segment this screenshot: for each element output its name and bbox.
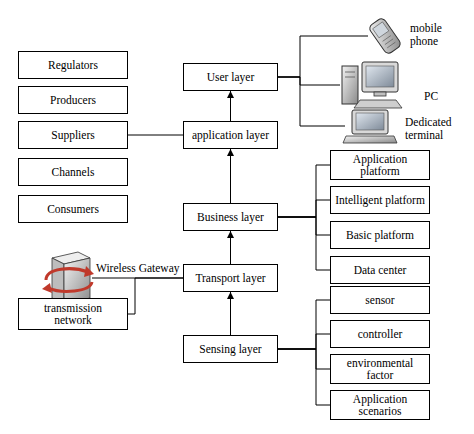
- node-label: Wireless Gateway: [96, 262, 196, 275]
- node-label: sensor: [365, 294, 394, 306]
- node-label: Application platform: [341, 153, 419, 177]
- connector-line: [278, 349, 330, 369]
- device-node: PC: [340, 60, 402, 110]
- node-label: PC: [424, 90, 454, 103]
- phone-icon: [368, 17, 402, 55]
- layer-box: Channels: [18, 158, 128, 186]
- layer-box: Basic platform: [330, 221, 430, 249]
- node-label: Intelligent platform: [335, 194, 425, 206]
- layer-box: environmental factor: [330, 354, 430, 384]
- node-label: Business layer: [197, 211, 264, 223]
- layer-box: application layer: [183, 121, 278, 149]
- node-label: Regulators: [48, 59, 98, 71]
- node-label: Basic platform: [346, 229, 414, 241]
- node-label: Data center: [354, 264, 407, 276]
- arrow-connector: [230, 91, 231, 121]
- pc-icon: [342, 62, 402, 108]
- arrow-connector: [230, 231, 231, 264]
- connector-line: [278, 200, 330, 217]
- connector-line: [278, 334, 330, 349]
- layer-box: Sensing layer: [183, 335, 278, 363]
- connector-line: [278, 77, 340, 85]
- layer-box: Application scenarios: [330, 390, 430, 420]
- node-label: User layer: [207, 71, 255, 83]
- layer-box: Regulators: [18, 51, 128, 79]
- connector-line: [128, 135, 183, 136]
- layer-box: Transport layer: [183, 264, 278, 292]
- device-node: mobile phone: [368, 20, 402, 52]
- node-label: Dedicated terminal: [405, 116, 471, 142]
- node-label: controller: [358, 328, 403, 340]
- layer-box: Intelligent platform: [330, 186, 430, 214]
- connector-line: [278, 217, 330, 270]
- layer-box: transmission network: [18, 298, 128, 330]
- layer-box: Application platform: [330, 150, 430, 180]
- node-label: Producers: [50, 94, 96, 106]
- connector-line: [128, 278, 183, 314]
- arrow-connector: [230, 292, 231, 335]
- device-node: Dedicated terminal: [345, 108, 397, 144]
- connector-line: [278, 300, 330, 349]
- node-label: Application scenarios: [341, 393, 419, 417]
- node-label: Transport layer: [195, 272, 265, 284]
- node-label: environmental factor: [341, 357, 419, 381]
- connector-line: [278, 36, 368, 77]
- layer-box: Producers: [18, 86, 128, 114]
- layer-box: Consumers: [18, 195, 128, 223]
- connector-line: [278, 165, 330, 217]
- arrow-connector: [230, 149, 231, 203]
- device-node: Wireless Gateway: [42, 252, 92, 304]
- connector-line: [278, 217, 330, 235]
- layer-box: User layer: [183, 63, 278, 91]
- node-label: Consumers: [47, 203, 99, 215]
- layer-box: controller: [330, 320, 430, 348]
- layer-box: Suppliers: [18, 121, 128, 149]
- layer-box: Data center: [330, 256, 430, 284]
- node-label: transmission network: [35, 302, 111, 326]
- layer-box: Business layer: [183, 203, 278, 231]
- terminal-icon: [343, 110, 397, 143]
- node-label: Channels: [52, 166, 95, 178]
- server-icon: [42, 252, 94, 304]
- node-label: Sensing layer: [199, 343, 261, 355]
- layer-box: sensor: [330, 286, 430, 314]
- connector-line: [278, 77, 345, 126]
- connector-line: [278, 349, 330, 405]
- node-label: mobile phone: [410, 22, 462, 48]
- node-label: Suppliers: [51, 129, 94, 141]
- node-label: application layer: [192, 129, 269, 141]
